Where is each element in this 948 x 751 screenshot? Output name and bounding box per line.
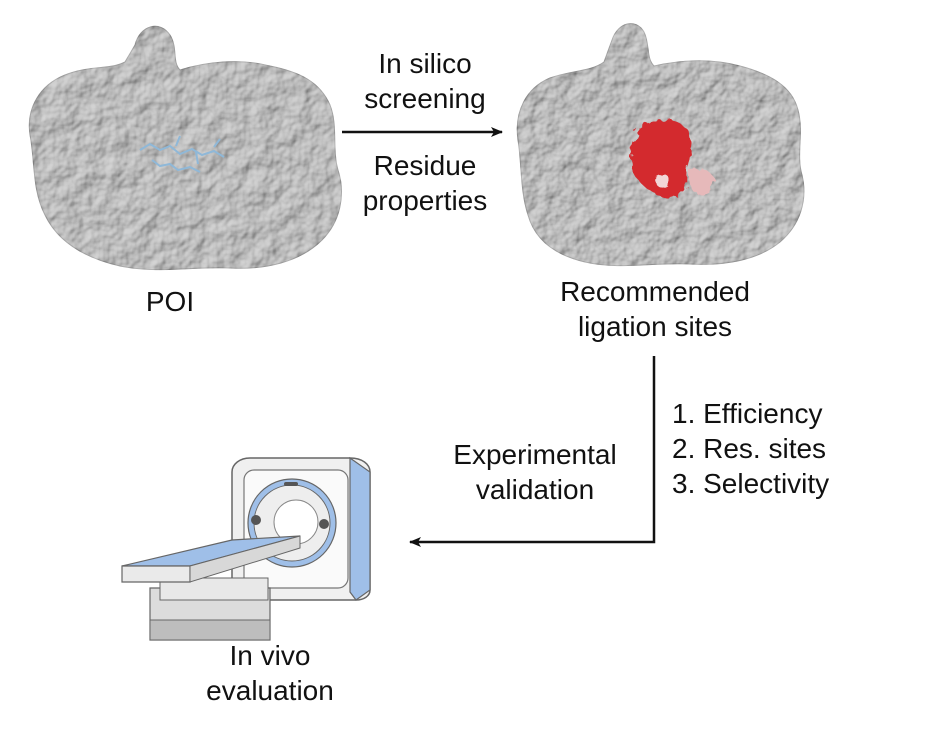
recommended-line-2: ligation sites xyxy=(577,311,733,342)
criteria-list: 1. Efficiency 2. Res. sites 3. Selectivi… xyxy=(672,396,932,501)
residue-properties-label: Residue properties xyxy=(330,148,520,218)
validation-line-1: Experimental xyxy=(453,439,617,470)
experimental-validation-label: Experimental validation xyxy=(420,437,650,507)
in-silico-screening-label: In silico screening xyxy=(330,46,520,116)
screening-line-2: screening xyxy=(364,83,486,114)
residue-line-2: properties xyxy=(362,185,488,216)
validation-line-2: validation xyxy=(475,474,595,505)
invivo-line-1: In vivo xyxy=(229,640,311,671)
ligation-site-highlight xyxy=(631,120,715,198)
in-vivo-evaluation-label: In vivo evaluation xyxy=(150,638,390,708)
recommended-line-1: Recommended xyxy=(560,276,750,307)
invivo-line-2: evaluation xyxy=(206,675,334,706)
validation-arrow xyxy=(409,356,656,547)
poi-label: POI xyxy=(145,286,195,317)
screening-line-1: In silico xyxy=(378,48,472,79)
criteria-item: 3. Selectivity xyxy=(672,468,830,499)
criteria-item: 2. Res. sites xyxy=(672,433,827,464)
residue-line-1: Residue xyxy=(373,150,477,181)
ligand-molecule xyxy=(139,135,225,173)
ct-scanner-icon xyxy=(121,456,371,641)
poi-protein-surface xyxy=(28,25,342,271)
criteria-item: 1. Efficiency xyxy=(672,398,823,429)
recommended-ligation-sites-label: Recommended ligation sites xyxy=(510,274,800,344)
